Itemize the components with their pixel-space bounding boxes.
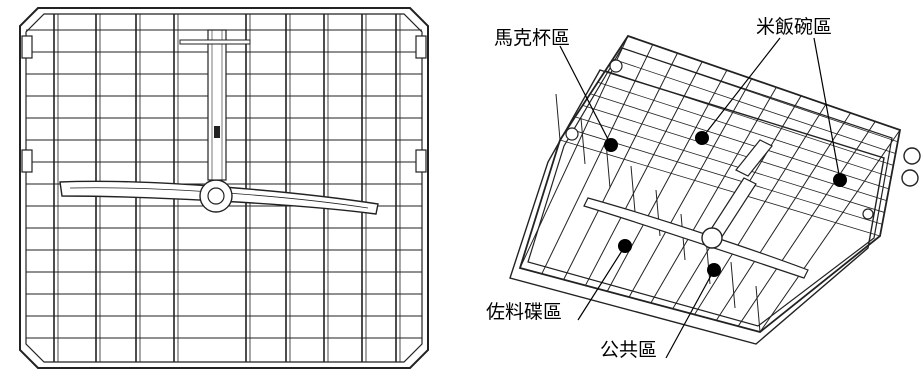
- rack-wire: [597, 81, 892, 178]
- rack-wire: [620, 47, 898, 143]
- spray-arm: [59, 29, 379, 215]
- zone-label-side-plate: 佐料碟區: [486, 301, 562, 323]
- rack-wire: [627, 35, 901, 131]
- rack-tine: [755, 285, 761, 333]
- top-view-dish-rack: [19, 7, 429, 369]
- leader-line-rice-bowl: [701, 37, 781, 139]
- leader-line-rice-bowl-2: [813, 37, 841, 181]
- rack-wire: [628, 78, 753, 298]
- spray-arm-perspective: [583, 139, 809, 279]
- rack-wire: [559, 139, 881, 237]
- rack-tine: [730, 261, 736, 309]
- rack-wire: [759, 129, 901, 333]
- rack-wire: [585, 61, 703, 286]
- rack-wire: [605, 70, 894, 166]
- rack-wire: [574, 116, 885, 213]
- rack-wire: [694, 104, 827, 315]
- leader-line-side-plate: [577, 245, 626, 321]
- rack-tine: [555, 93, 561, 141]
- leader-line-mug: [559, 45, 612, 146]
- rack-wire: [519, 35, 629, 269]
- leader-line-common: [665, 269, 715, 359]
- rack-tine: [630, 165, 636, 213]
- side-clip-icon: [21, 35, 427, 173]
- zone-label-common: 公共區: [600, 339, 657, 361]
- zone-label-rice-bowl: 米飯碗區: [756, 16, 832, 38]
- rack-wire: [541, 44, 654, 275]
- rack-wire: [650, 87, 777, 304]
- rack-wire: [612, 58, 896, 154]
- rack-wire: [567, 128, 883, 225]
- rack-wire: [737, 121, 876, 327]
- wheel-icon: [565, 59, 921, 220]
- rack-wire: [563, 52, 678, 280]
- zone-label-mug: 馬克杯區: [494, 27, 570, 49]
- perspective-dish-rack: 馬克杯區 米飯碗區 佐料碟區 公共區: [486, 16, 921, 361]
- rack-tine: [580, 117, 586, 165]
- rack-wire: [715, 112, 851, 321]
- rack-wire: [606, 69, 728, 292]
